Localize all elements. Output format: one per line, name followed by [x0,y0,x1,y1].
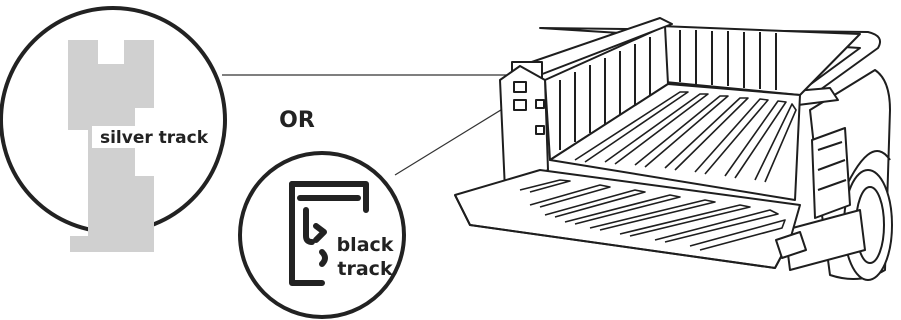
pickup-truck-bed-illustration [455,18,892,280]
silver-track-callout: silver track [1,8,225,252]
or-label: OR [279,108,315,133]
tail-light [812,128,850,218]
silver-track-label: silver track [100,128,209,148]
black-track-label-line1: black [337,234,394,256]
black-track-label-line2: track [337,258,393,280]
black-track-callout: black track [240,153,404,317]
